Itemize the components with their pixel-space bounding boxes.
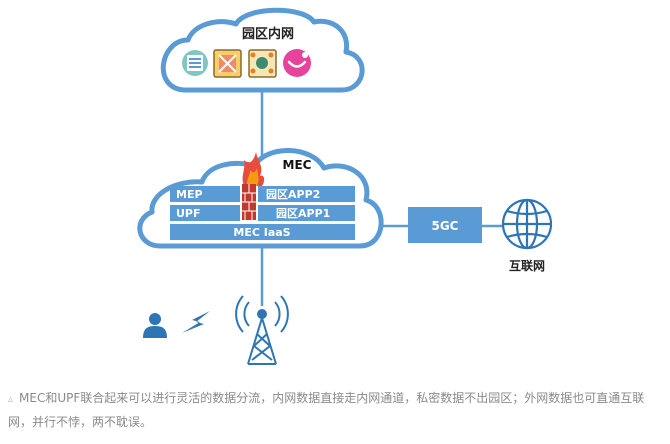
app2-box — [258, 186, 355, 202]
5gc-label: 5GC — [431, 219, 458, 233]
firewall-icon — [242, 152, 265, 220]
campus-cloud-title: 园区内网 — [242, 26, 294, 42]
iaas-box — [170, 224, 355, 240]
mep-label: MEP — [176, 188, 203, 201]
app-network-icon — [248, 49, 277, 78]
mec-title: MEC — [283, 158, 312, 172]
antenna-tower-icon — [235, 295, 289, 365]
caption-marker: ▵ — [8, 394, 14, 405]
globe-icon — [501, 198, 553, 250]
app-smile-icon — [283, 49, 311, 77]
user-icon — [143, 313, 167, 338]
upf-label: UPF — [176, 207, 201, 220]
app1-label: 园区APP1 — [276, 207, 330, 220]
internet-label: 互联网 — [509, 259, 545, 273]
lightning-icon — [182, 311, 210, 333]
caption-text: MEC和UPF联合起来可以进行灵活的数据分流，内网数据直接走内网通道，私密数据不… — [8, 391, 645, 429]
app2-label: 园区APP2 — [266, 188, 320, 201]
app1-box — [258, 205, 355, 221]
app-board-icon — [213, 49, 242, 78]
app-list-icon — [182, 50, 208, 76]
upf-box — [170, 205, 240, 221]
figure-caption: ▵MEC和UPF联合起来可以进行灵活的数据分流，内网数据直接走内网通道，私密数据… — [8, 387, 663, 433]
5gc-box — [408, 207, 482, 243]
mep-box — [170, 186, 240, 202]
iaas-label: MEC IaaS — [233, 226, 290, 239]
